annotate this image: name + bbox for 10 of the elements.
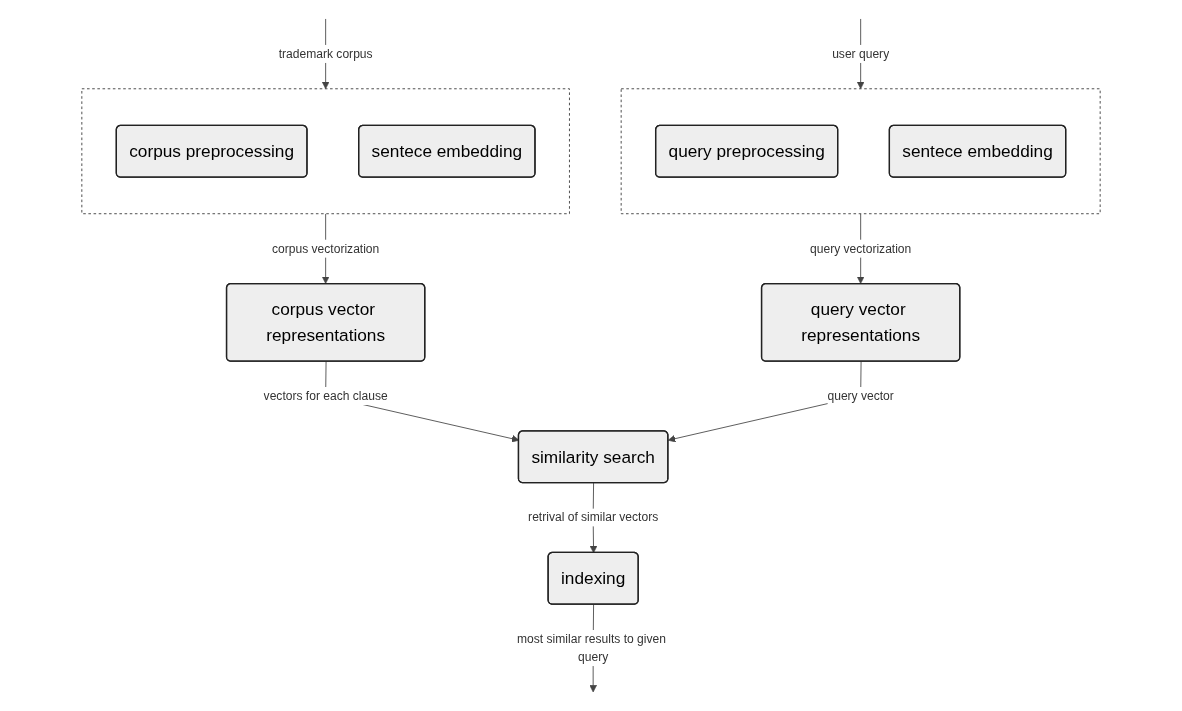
edge-label: most similar results to given query bbox=[517, 631, 666, 664]
edge-label: user query bbox=[832, 46, 890, 61]
edge-label: trademark corpus bbox=[278, 46, 373, 61]
cluster bbox=[620, 88, 1101, 215]
cluster bbox=[81, 88, 570, 215]
edge-label: query vectorization bbox=[810, 241, 912, 256]
edge-label: query vector bbox=[827, 388, 894, 403]
edge-label: vectors for each clause bbox=[263, 388, 388, 403]
edge-label: corpus vectorization bbox=[271, 241, 380, 256]
edge-label: retrival of similar vectors bbox=[528, 510, 659, 524]
